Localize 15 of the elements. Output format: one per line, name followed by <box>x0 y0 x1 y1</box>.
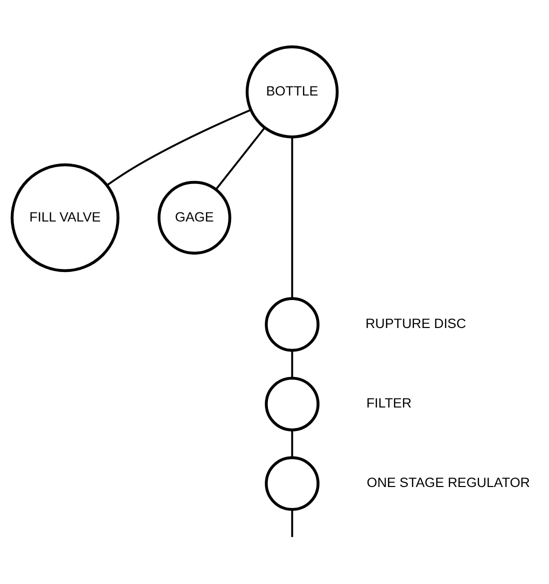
connector <box>106 108 252 186</box>
connector <box>291 509 294 537</box>
node-circle: GAGE <box>158 180 232 254</box>
node-circle: FILL VALVE <box>10 162 120 272</box>
node-circle <box>264 296 320 352</box>
node-circle: BOTTLE <box>246 44 339 138</box>
connector <box>215 126 266 190</box>
node-circle <box>264 456 320 510</box>
node-circle <box>264 376 320 431</box>
node-label: RUPTURE DISC <box>366 316 466 331</box>
node-label: ONE STAGE REGULATOR <box>366 474 530 490</box>
connector <box>291 429 294 458</box>
node-label: FILTER <box>366 395 412 410</box>
connector <box>291 350 294 378</box>
connector <box>291 136 294 298</box>
